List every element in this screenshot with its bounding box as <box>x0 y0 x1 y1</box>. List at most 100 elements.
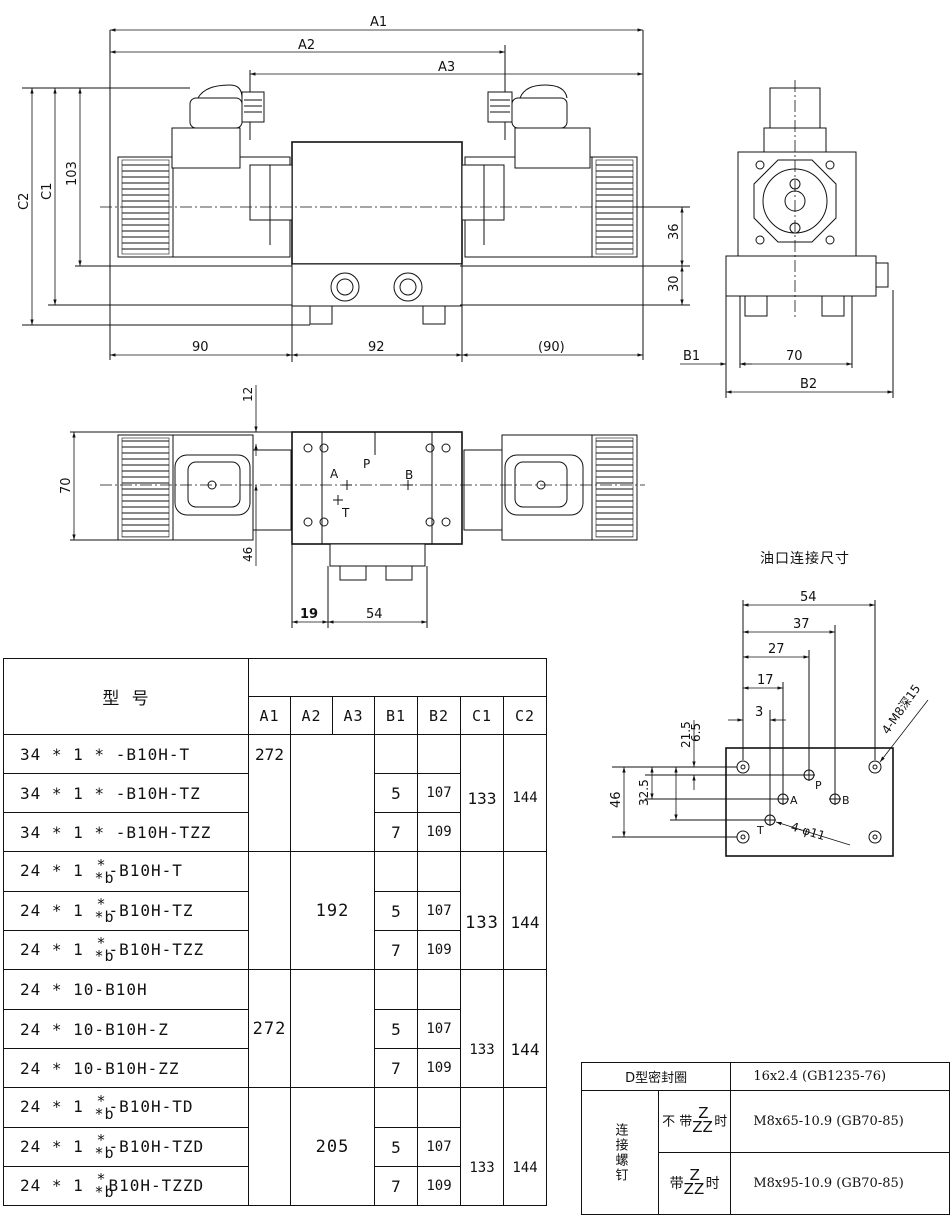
port-B-plan: B <box>405 468 413 482</box>
dim-3: 3 <box>755 705 763 720</box>
seal-label: D型密封圈 <box>580 1062 732 1091</box>
dim-A1: A1 <box>370 15 387 30</box>
cell-A1: 272 <box>248 734 291 852</box>
header-dim-group <box>248 658 547 697</box>
cell-C2: 144 <box>503 851 547 970</box>
cell-B2: 107 <box>417 891 461 931</box>
screw-note: 4-M8深15 <box>879 682 923 737</box>
dim-30: 30 <box>667 275 682 292</box>
col-A3: A3 <box>332 696 375 735</box>
cell-C1: 133 <box>460 851 504 970</box>
cell-A2A3 <box>290 734 375 852</box>
dim-92: 92 <box>368 340 385 355</box>
port-A-detail: A <box>790 794 798 807</box>
dim-90-left: 90 <box>192 340 209 355</box>
col-B2: B2 <box>417 696 461 735</box>
table-row: 24 * 10-B10H 272 133 144 <box>3 969 547 1088</box>
cell-B2: 107 <box>417 773 461 813</box>
dim-54-plan: 54 <box>366 607 383 622</box>
cell-B2: 109 <box>417 812 461 852</box>
port-T-detail: T <box>756 824 764 837</box>
cell-B1 <box>374 1087 418 1128</box>
dim-27: 27 <box>768 642 785 657</box>
dim-70-plan: 70 <box>59 477 74 494</box>
table-row: 24 * 1 **b-B10H-TZD 5 107 <box>3 1127 547 1167</box>
port-detail-drawing: P A B T 54 37 27 17 3 21.5 6.5 32.5 46 4… <box>609 590 929 857</box>
cell-A2A3: 192 <box>290 851 375 970</box>
cell-A1 <box>248 1087 291 1206</box>
cell-A1: 272 <box>248 969 291 1088</box>
cell-B1 <box>374 734 418 774</box>
screw-row1-value: M8x65-10.9 (GB70-85) <box>730 1090 950 1153</box>
port-B-detail: B <box>842 794 850 807</box>
cell-B1 <box>374 851 418 892</box>
col-B1: B1 <box>374 696 418 735</box>
cell-B1: 7 <box>374 1166 418 1206</box>
dim-32-5: 32.5 <box>637 779 651 806</box>
hole-note: 4-φ11 <box>789 819 827 843</box>
port-P-plan: P <box>363 457 370 471</box>
table-row: 24 * 10-B10H-ZZ 7 109 <box>3 1048 547 1088</box>
cell-C2: 144 <box>503 969 547 1088</box>
screw-label: 连接螺钉 <box>581 1090 659 1215</box>
model-cell: 34 * 1 * -B10H-TZ <box>3 773 249 813</box>
port-T-plan: T <box>341 506 350 520</box>
table-row: 24 * 1 **b-B10H-T 192 133 144 <box>3 851 547 970</box>
port-A-plan: A <box>330 467 339 481</box>
table-row: 34 * 1 * -B10H-T 272 133 144 <box>3 734 547 852</box>
dim-70-side: 70 <box>786 349 803 364</box>
plan-view: A P B T 70 12 46 19 54 <box>59 385 645 628</box>
model-cell: 24 * 1 **b-B10H-TD <box>3 1087 249 1128</box>
cell-B1: 5 <box>374 1009 418 1049</box>
cell-A2A3 <box>290 969 375 1088</box>
front-view: A1 A2 A3 <box>17 15 690 362</box>
dim-90-right: (90) <box>538 340 565 355</box>
port-P-detail: P <box>815 779 822 792</box>
screw-row2-value: M8x95-10.9 (GB70-85) <box>730 1152 950 1215</box>
cell-A2A3: 205 <box>290 1087 375 1206</box>
cell-B2 <box>417 851 461 892</box>
dim-B2: B2 <box>800 377 817 392</box>
cell-C1: 133 <box>460 734 504 852</box>
cell-B2: 107 <box>417 1127 461 1167</box>
cell-B2: 109 <box>417 1048 461 1088</box>
dim-46-plan: 46 <box>241 547 255 562</box>
cell-B1: 7 <box>374 812 418 852</box>
table-row: 24 * 1 **b-B10H-TZ 5 107 <box>3 891 547 931</box>
cell-C1: 133 <box>460 969 504 1088</box>
cell-B1: 7 <box>374 930 418 970</box>
model-cell: 24 * 10-B10H-Z <box>3 1009 249 1049</box>
cell-B2 <box>417 734 461 774</box>
model-cell: 34 * 1 * -B10H-T <box>3 734 249 774</box>
cell-A1 <box>248 851 291 970</box>
table-row: 34 * 1 * -B10H-TZ 5 107 <box>3 773 547 813</box>
cell-B2 <box>417 969 461 1010</box>
dim-B1: B1 <box>683 349 700 364</box>
dim-C1: C1 <box>40 183 55 200</box>
model-cell: 24 * 10-B10H <box>3 969 249 1010</box>
side-view: B1 70 B2 <box>680 80 894 398</box>
technical-drawing: A1 A2 A3 <box>17 15 894 628</box>
cell-B1: 7 <box>374 1048 418 1088</box>
dim-12: 12 <box>241 387 255 402</box>
table-row: 24 * 1 **b-B10H-TZZ 7 109 <box>3 930 547 970</box>
dim-A2: A2 <box>298 38 315 53</box>
cell-B2: 109 <box>417 1166 461 1206</box>
cell-B1: 5 <box>374 891 418 931</box>
col-C2: C2 <box>503 696 547 735</box>
cell-B1: 5 <box>374 773 418 813</box>
dim-103: 103 <box>65 161 80 186</box>
cell-C2: 144 <box>503 734 547 852</box>
cell-B2: 107 <box>417 1009 461 1049</box>
col-A2: A2 <box>290 696 333 735</box>
dim-54-detail: 54 <box>800 590 817 605</box>
col-C1: C1 <box>460 696 504 735</box>
cell-B2 <box>417 1087 461 1128</box>
cell-B1 <box>374 969 418 1010</box>
model-cell: 24 * 1 **b-B10H-T <box>3 851 249 892</box>
